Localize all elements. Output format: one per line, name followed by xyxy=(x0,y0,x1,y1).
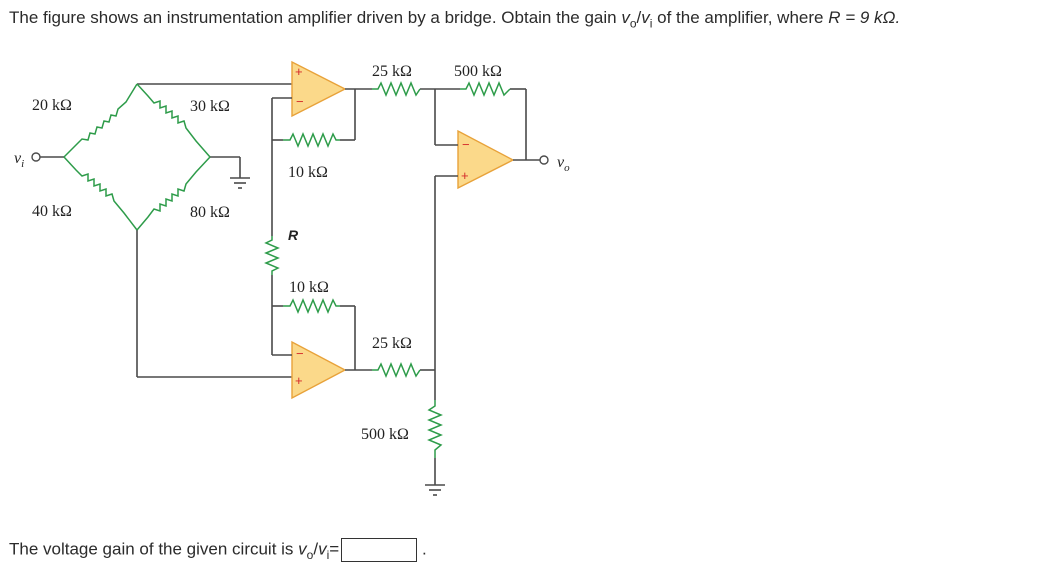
resistor-r-gain xyxy=(264,236,280,275)
resistor-20k xyxy=(63,83,138,158)
bridge-wires xyxy=(40,83,292,378)
answer-equals: = xyxy=(329,539,340,559)
vi-terminal xyxy=(31,152,41,162)
resistor-40k xyxy=(63,156,138,231)
resistor-10k-top xyxy=(283,132,340,148)
ratio-num-sub: o xyxy=(629,16,637,31)
resistor-10k-bottom xyxy=(283,298,340,314)
ratio-num: v xyxy=(621,8,630,27)
ground-symbol-output xyxy=(425,484,445,496)
label-500k-top: 500 kΩ xyxy=(454,63,502,80)
label-40k: 40 kΩ xyxy=(32,203,72,220)
label-vi-var: v xyxy=(14,150,22,167)
resistor-500k-top xyxy=(460,81,511,97)
opamp-output-minus: − xyxy=(462,137,470,152)
label-25k-top: 25 kΩ xyxy=(372,63,412,80)
resistor-500k-bottom xyxy=(427,400,443,458)
label-20k: 20 kΩ xyxy=(32,97,72,114)
opamp-top-minus: − xyxy=(296,94,304,109)
feedback-wires xyxy=(271,88,540,485)
answer-slash: / xyxy=(313,539,319,559)
opamp-bottom-plus: + xyxy=(295,373,303,388)
label-vi-sub: i xyxy=(21,158,24,170)
r-value: R = 9 kΩ. xyxy=(828,8,901,27)
question-intro: The figure shows an instrumentation ampl… xyxy=(9,8,622,27)
opamp-bottom-minus: − xyxy=(296,346,304,361)
label-vo-sub: o xyxy=(564,162,570,174)
label-500k-bottom: 500 kΩ xyxy=(361,426,409,443)
label-30k: 30 kΩ xyxy=(190,98,230,115)
resistor-30k xyxy=(136,83,211,158)
label-25k-bottom: 25 kΩ xyxy=(372,335,412,352)
answer-input[interactable] xyxy=(341,538,418,562)
opamp-output xyxy=(457,129,515,190)
label-80k: 80 kΩ xyxy=(190,204,230,221)
resistor-80k xyxy=(136,156,211,231)
label-vo-var: v xyxy=(557,154,565,171)
question-text: The figure shows an instrumentation ampl… xyxy=(9,8,900,30)
answer-var2: v xyxy=(318,539,327,559)
resistor-25k-top xyxy=(372,81,421,97)
ratio-den-sub: i xyxy=(649,16,653,31)
label-10k-bottom: 10 kΩ xyxy=(289,279,329,296)
ground-symbol-bridge xyxy=(230,177,250,189)
opamp-output-plus: + xyxy=(461,168,469,183)
label-10k-top: 10 kΩ xyxy=(288,164,328,181)
label-vo: vo xyxy=(557,154,570,174)
answer-prefix: The voltage gain of the given circuit is xyxy=(9,539,299,559)
opamp-top-plus: + xyxy=(295,64,303,79)
question-mid: of the amplifier, where xyxy=(652,8,829,27)
answer-var-sub: o xyxy=(306,547,314,562)
resistor-25k-bottom xyxy=(372,362,421,378)
opamp-top xyxy=(291,60,347,118)
ratio-den: v xyxy=(641,8,650,27)
label-vi: vi xyxy=(14,150,24,170)
vo-terminal xyxy=(539,155,549,165)
label-r: R xyxy=(288,227,299,243)
answer-var: v xyxy=(298,539,307,559)
ratio-slash: / xyxy=(636,8,642,27)
answer-suffix: . xyxy=(421,539,427,559)
opamp-bottom xyxy=(291,340,347,400)
answer-line: The voltage gain of the given circuit is… xyxy=(9,538,427,562)
answer-var2-sub: i xyxy=(326,547,330,562)
